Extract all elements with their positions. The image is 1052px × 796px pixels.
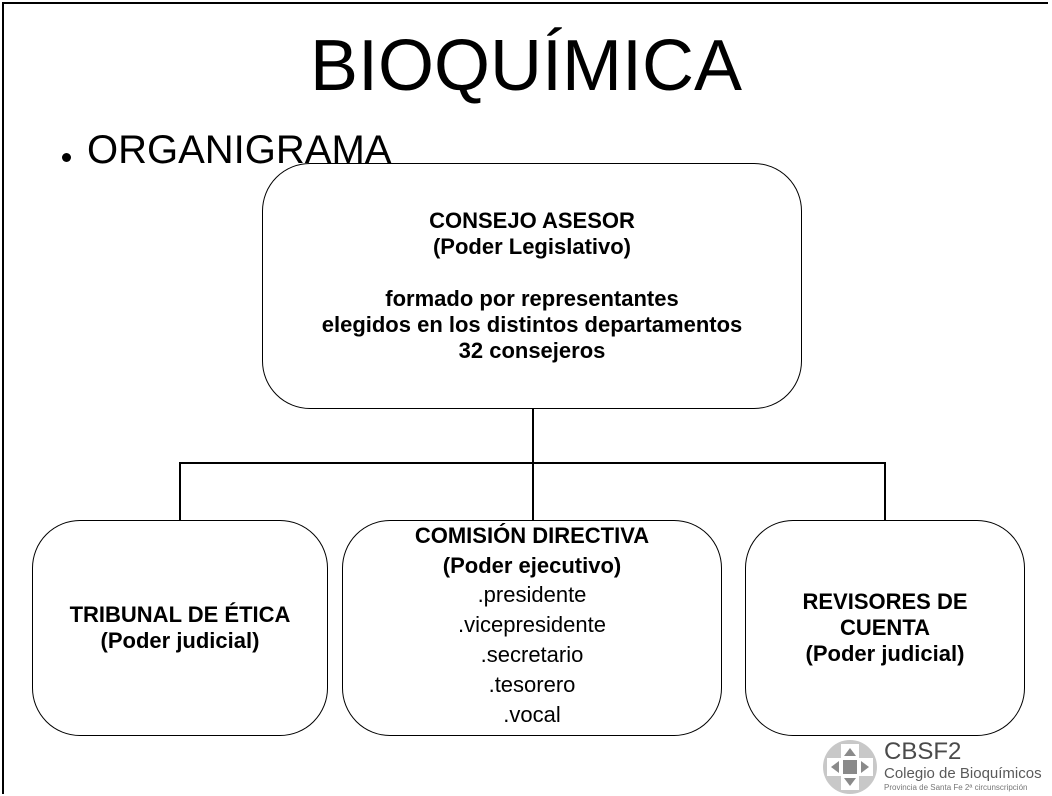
node-consejo-asesor: CONSEJO ASESOR (Poder Legislativo) forma…: [262, 163, 802, 409]
logo-subtitle: Provincia de Santa Fe 2ª circunscripción: [884, 783, 1028, 792]
node-subtitle: (Poder judicial): [100, 628, 260, 653]
logo-name: Colegio de Bioquímicos: [884, 765, 1042, 782]
logo-abbreviation: CBSF2: [884, 738, 962, 765]
node-tribunal-de-etica: TRIBUNAL DE ÉTICA (Poder judicial): [32, 520, 328, 736]
node-subtitle: (Poder ejecutivo): [442, 553, 622, 578]
node-title: CONSEJO ASESOR: [429, 208, 635, 233]
cross-seal-icon: [823, 740, 877, 794]
node-desc-line: elegidos en los distintos departamentos: [321, 312, 743, 337]
connector-drop-left: [179, 462, 181, 521]
node-subtitle: (Poder Legislativo): [432, 234, 632, 259]
node-title: CUENTA: [839, 615, 931, 640]
node-title: COMISIÓN DIRECTIVA: [414, 523, 650, 548]
node-title: TRIBUNAL DE ÉTICA: [69, 602, 291, 627]
slide-title: BIOQUÍMICA: [309, 26, 743, 106]
member-item: .vicepresidente: [458, 612, 606, 637]
member-item: .tesorero: [488, 672, 576, 697]
connector-drop-middle: [532, 462, 534, 521]
cbsf2-logo: CBSF2 Colegio de Bioquímicos Provincia d…: [822, 737, 1052, 796]
node-title: REVISORES DE: [802, 589, 968, 614]
connector-drop-right: [884, 462, 886, 521]
node-subtitle: (Poder judicial): [805, 641, 965, 666]
member-item: .presidente: [477, 582, 587, 607]
node-desc-line: formado por representantes: [385, 286, 679, 311]
member-item: .vocal: [503, 702, 561, 727]
bullet-dot-icon: [62, 152, 71, 162]
member-item: .secretario: [480, 642, 584, 667]
node-comision-directiva: COMISIÓN DIRECTIVA (Poder ejecutivo) .pr…: [342, 520, 722, 736]
node-revisores-de-cuenta: REVISORES DE CUENTA (Poder judicial): [745, 520, 1025, 736]
node-desc-line: 32 consejeros: [458, 338, 606, 363]
connector-vertical-top: [532, 408, 534, 463]
